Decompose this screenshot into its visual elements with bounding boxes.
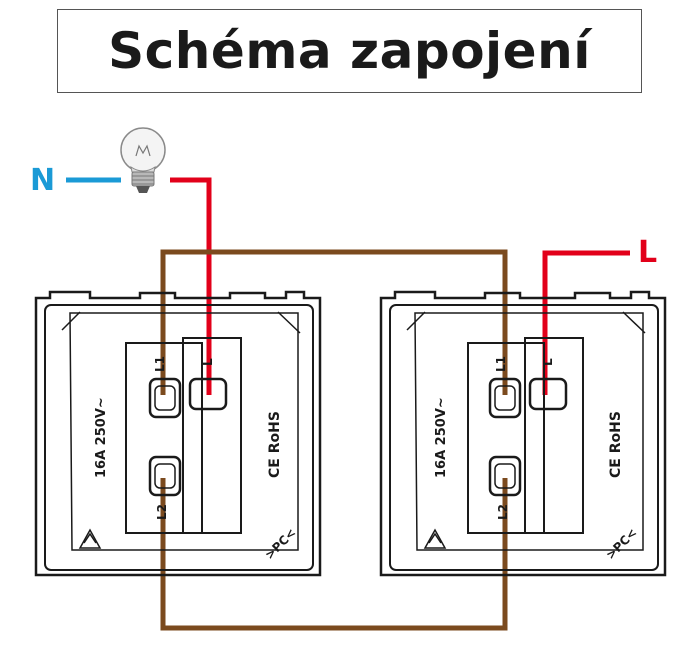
diagram-title: Schéma zapojení: [108, 22, 591, 80]
switch-right-rating: 16A 250V~: [434, 397, 449, 478]
switch-left-terminal-l: L: [201, 358, 215, 366]
recycle-icon: [78, 528, 102, 549]
switch-right-terminal-l2: L2: [496, 504, 510, 520]
light-bulb-icon: [120, 127, 166, 193]
switch-right-certs: CE RoHS: [608, 411, 624, 478]
title-box: Schéma zapojení: [57, 9, 642, 93]
switch-right-material: >PC<: [603, 526, 640, 563]
bulb-to-switch1-wire: [170, 177, 212, 395]
switch-left-terminal-l1: L1: [153, 356, 167, 372]
switch-left-material: >PC<: [262, 526, 299, 563]
live-label: L: [638, 235, 657, 270]
switch-left-rating: 16A 250V~: [94, 397, 109, 478]
switch-right: [379, 290, 667, 577]
switch-right-terminal-l1: L1: [494, 356, 508, 372]
traveler-wire-top: [160, 249, 508, 395]
switch-left-certs: CE RoHS: [267, 411, 283, 478]
recycle-icon: [423, 528, 447, 549]
switch-right-terminal-l: L: [541, 358, 555, 366]
switch-left: [34, 290, 322, 577]
live-supply-wire: [542, 250, 630, 395]
neutral-label: N: [30, 163, 55, 198]
switch-left-terminal-l2: L2: [155, 504, 169, 520]
traveler-wire-bottom: [160, 478, 508, 631]
